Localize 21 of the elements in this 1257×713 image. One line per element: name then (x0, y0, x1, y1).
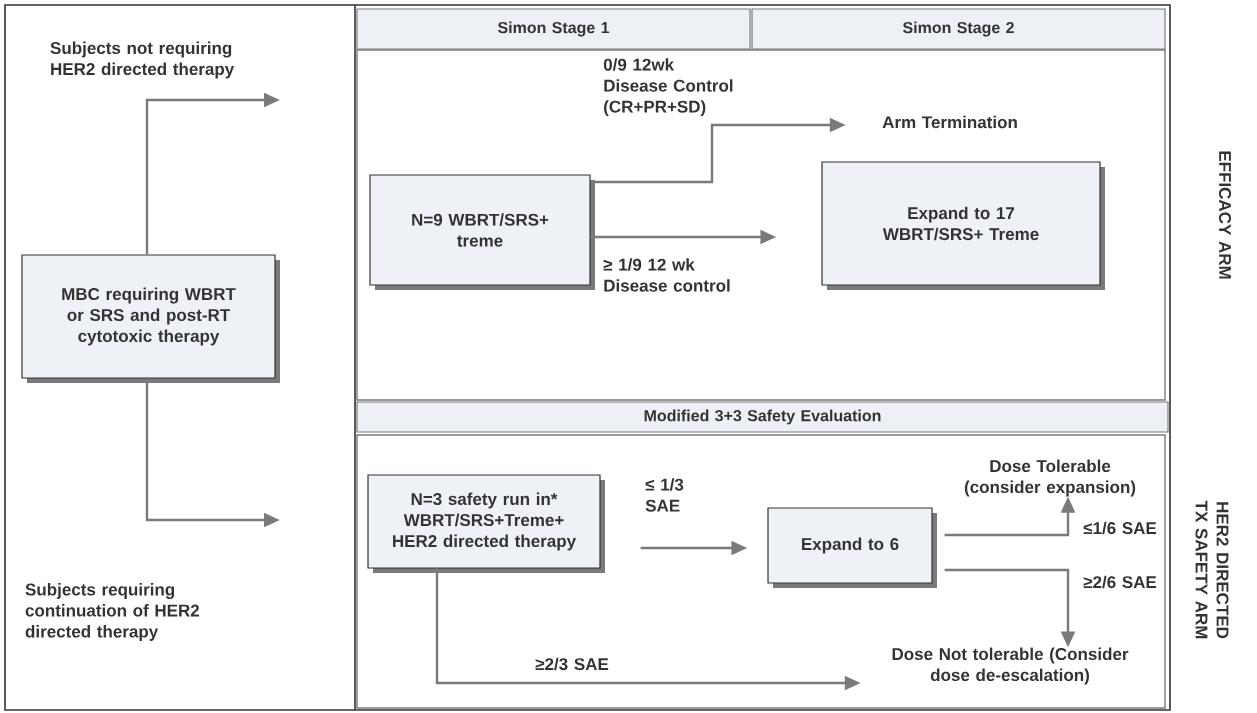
process-box: Expand to 17 WBRT/SRS+ Treme (821, 161, 1101, 286)
outcome-label: Dose Not tolerable (Consider dose de-escalation) (892, 647, 1129, 685)
outcome-label: Subjects not requiring HER2 directed therapy (50, 41, 235, 79)
edge-label: 0/9 12wk Disease Control (CR+PR+SD) (603, 58, 733, 117)
edge-label: ≤ 1/3 SAE (645, 478, 684, 512)
header-band: Simon Stage 1 (356, 8, 751, 50)
outcome-label: Subjects requiring continuation of HER2 directed therapy (25, 583, 200, 641)
edge-label: ≥ 1/9 12 wk Disease control (603, 258, 730, 292)
header-band: Simon Stage 2 (751, 8, 1166, 50)
process-box: MBC requiring WBRT or SRS and post-RT cytotoxic therapy (21, 254, 276, 379)
process-box: Expand to 6 (767, 507, 933, 584)
edge-label: ≥2/3 SAE (535, 657, 609, 671)
arm-label: EFFICACY ARM (1219, 151, 1232, 279)
header-band: Modified 3+3 Safety Evaluation (356, 401, 1169, 433)
arm-label: HER2 DIRECTED TX SAFETY ARM (1195, 500, 1229, 639)
process-box: N=9 WBRT/SRS+ treme (369, 174, 591, 286)
process-box: N=3 safety run in* WBRT/SRS+Treme+ HER2 directed therapy (367, 474, 601, 569)
outcome-label: Dose Tolerable (consider expansion) (964, 459, 1136, 497)
edge-label: ≤1/6 SAE (1083, 521, 1157, 535)
edge-label: ≥2/6 SAE (1083, 575, 1157, 589)
outcome-label: Arm Termination (882, 115, 1017, 129)
